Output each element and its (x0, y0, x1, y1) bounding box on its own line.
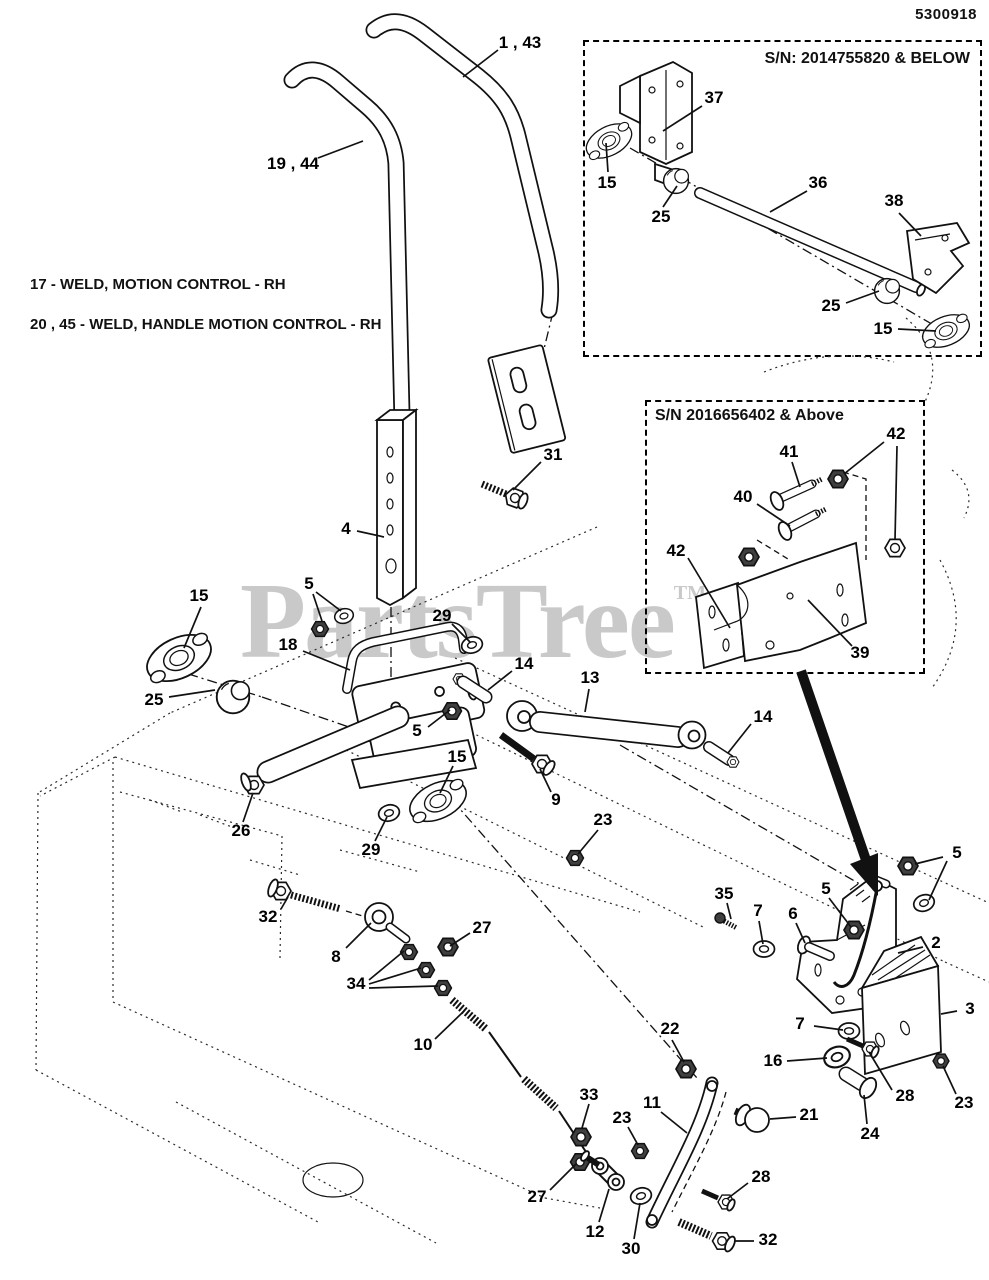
callout-8: 8 (331, 947, 341, 966)
inset-sn-below-label: S/N: 2014755820 & BELOW (764, 50, 970, 67)
bolt-40-head (777, 521, 793, 541)
inset1-art (579, 60, 976, 355)
callout-6: 6 (788, 904, 798, 923)
inset-sn-above-label: S/N 2016656402 & Above (655, 407, 844, 424)
motion-control-weldment-4 (374, 408, 419, 607)
callout-4: 4 (341, 519, 351, 538)
inset-box-sn-above: S/N 2016656402 & Above (645, 400, 925, 674)
callout-15: 15 (597, 173, 617, 192)
callout-27: 27 (472, 918, 492, 937)
callout-36: 36 (808, 173, 828, 192)
callout-15: 15 (873, 319, 893, 338)
callout-32: 32 (758, 1230, 778, 1249)
callout-34: 34 (346, 974, 366, 993)
callout-21: 21 (799, 1105, 819, 1124)
callout-2: 2 (931, 933, 941, 952)
inset2-art (695, 469, 906, 670)
callout-9: 9 (551, 790, 561, 809)
lever-11-group (645, 1042, 854, 1253)
callout-13: 13 (580, 668, 600, 687)
callout-25: 25 (821, 296, 841, 315)
chassis-frame-hidden-lines (35, 317, 989, 1244)
callout-42: 42 (886, 424, 906, 443)
bolt-31 (480, 480, 529, 511)
callout-30: 30 (621, 1239, 641, 1258)
callout-24: 24 (860, 1124, 880, 1143)
callout-5: 5 (952, 843, 962, 862)
bolt-21-head (744, 1107, 770, 1133)
bolt-41-head (769, 491, 785, 511)
callout-15: 15 (189, 586, 209, 605)
callout-37: 37 (704, 88, 724, 107)
watermark: PartsTreeTM (240, 568, 706, 676)
callout-14: 14 (753, 707, 773, 726)
handle-tube-19-44 (283, 61, 411, 427)
callout-18: 18 (278, 635, 298, 654)
callout-23: 23 (612, 1108, 632, 1127)
weld-note-20-45: 20 , 45 - WELD, HANDLE MOTION CONTROL - … (30, 316, 382, 333)
handle-tube-1-43 (365, 13, 560, 319)
callout-27: 27 (527, 1187, 547, 1206)
bracket-39 (736, 541, 867, 663)
callout-10: 10 (413, 1035, 433, 1054)
callout-31: 31 (543, 445, 563, 464)
callout-26: 26 (231, 821, 251, 840)
callout-41: 41 (779, 442, 799, 461)
callout-23: 23 (954, 1093, 974, 1112)
damper-assembly-13 (452, 673, 740, 867)
bracket-38 (905, 222, 971, 295)
bolt-24 (858, 1076, 878, 1100)
inset-box-sn-below: S/N: 2014755820 & BELOW (583, 40, 982, 357)
callout-40: 40 (733, 487, 753, 506)
callout-15: 15 (447, 747, 467, 766)
callout-25: 25 (144, 690, 164, 709)
diagram-part-number: 5300918 (915, 6, 977, 23)
pointer-arrow (796, 669, 878, 896)
callout-33: 33 (579, 1085, 599, 1104)
callout-19-44: 19 , 44 (267, 154, 319, 173)
callout-7: 7 (753, 901, 763, 920)
callout-3: 3 (965, 999, 975, 1018)
callout-1-43: 1 , 43 (498, 33, 542, 52)
leader-lines (168, 49, 958, 1242)
callout-29: 29 (361, 840, 381, 859)
control-rod-assembly (267, 878, 655, 1208)
pivot-assembly (138, 605, 486, 831)
callout-38: 38 (884, 191, 904, 210)
callout-25: 25 (651, 207, 671, 226)
callout-11: 11 (643, 1093, 661, 1112)
callout-28: 28 (895, 1086, 915, 1105)
callout-7: 7 (795, 1014, 805, 1033)
callout-5: 5 (821, 879, 831, 898)
screw-35 (714, 912, 726, 924)
callout-32: 32 (258, 907, 278, 926)
watermark-text: PartsTree (240, 562, 676, 681)
callout-5: 5 (304, 574, 314, 593)
callout-16: 16 (763, 1051, 783, 1070)
callout-12: 12 (585, 1222, 605, 1241)
callout-22: 22 (660, 1019, 680, 1038)
callout-28: 28 (751, 1167, 771, 1186)
callout-29: 29 (432, 606, 452, 625)
callout-5: 5 (412, 721, 422, 740)
callout-35: 35 (714, 884, 734, 903)
weld-note-17: 17 - WELD, MOTION CONTROL - RH (30, 276, 286, 293)
callout-42: 42 (666, 541, 686, 560)
callout-39: 39 (850, 643, 870, 662)
callout-23: 23 (593, 810, 613, 829)
callout-14: 14 (514, 654, 534, 673)
slotted-plate (487, 344, 567, 454)
